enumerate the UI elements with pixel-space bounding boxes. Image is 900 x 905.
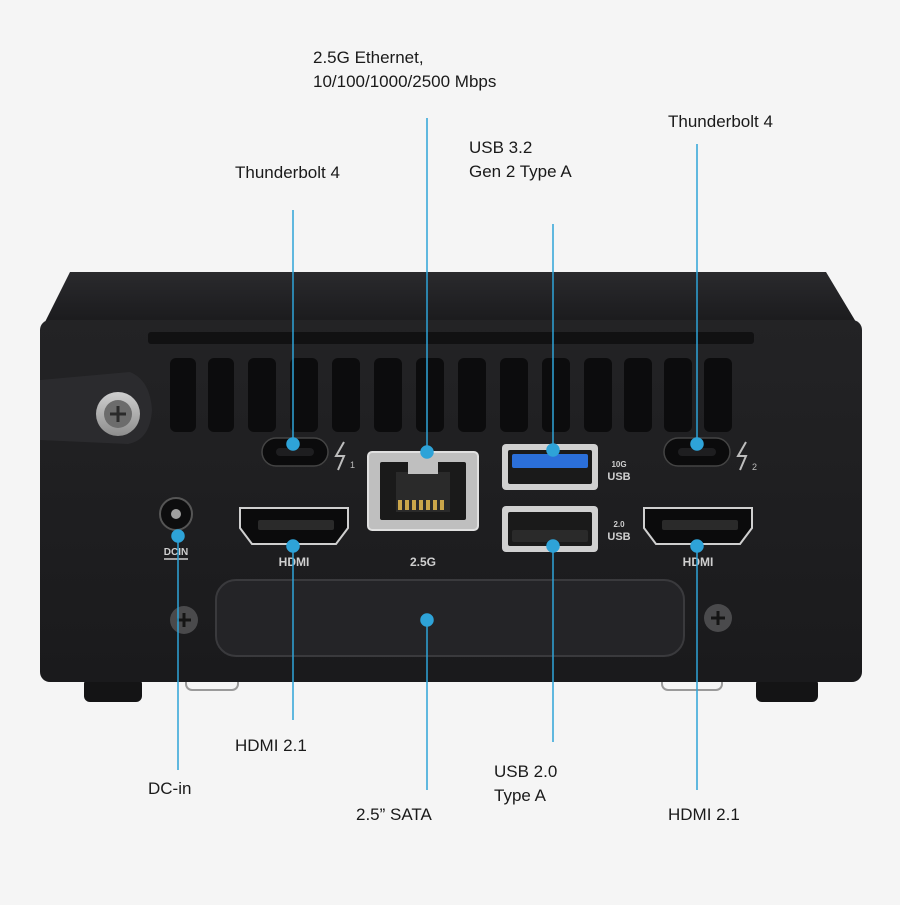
callout-dc-in-label: DC-in bbox=[148, 779, 192, 798]
thunderbolt-port-left: 1 bbox=[261, 437, 355, 471]
hdmi-left-label: HDMI bbox=[279, 555, 310, 569]
callout-usb20-line2: Type A bbox=[494, 786, 546, 805]
callout-leaders bbox=[171, 118, 704, 790]
usb-20-label: 2.0 bbox=[613, 520, 625, 529]
callout-hdmi-left: HDMI 2.1 bbox=[235, 734, 307, 758]
hdmi-port-right: HDMI bbox=[643, 507, 753, 569]
dcin-label: DCIN bbox=[164, 547, 188, 558]
callout-thunderbolt-right-label: Thunderbolt 4 bbox=[668, 112, 773, 131]
hdmi-right-label: HDMI bbox=[683, 555, 714, 569]
security-bracket bbox=[40, 372, 152, 444]
callout-ethernet: 2.5G Ethernet, 10/100/1000/2500 Mbps bbox=[313, 46, 496, 94]
usb-10g-sub: USB bbox=[607, 471, 630, 483]
vent-slots bbox=[170, 358, 732, 432]
callout-sata: 2.5” SATA bbox=[356, 803, 432, 827]
chassis-top bbox=[40, 272, 862, 332]
sata-bay-cover bbox=[215, 579, 685, 657]
tb-number-1: 1 bbox=[350, 460, 355, 470]
callout-dc-in: DC-in bbox=[148, 777, 191, 801]
callout-thunderbolt-left: Thunderbolt 4 bbox=[235, 161, 340, 185]
callout-usb20: USB 2.0 Type A bbox=[494, 760, 557, 808]
callout-thunderbolt-left-label: Thunderbolt 4 bbox=[235, 163, 340, 182]
lan-label: 2.5G bbox=[410, 555, 436, 569]
usb-3-2-port: 10G USB bbox=[502, 444, 631, 490]
callout-usb32-line2: Gen 2 Type A bbox=[469, 162, 572, 181]
callout-usb32: USB 3.2 Gen 2 Type A bbox=[469, 136, 572, 184]
tb-number-2: 2 bbox=[752, 462, 757, 472]
callout-hdmi-left-label: HDMI 2.1 bbox=[235, 736, 307, 755]
dc-in-jack: DCIN bbox=[159, 497, 193, 560]
callout-hdmi-right-label: HDMI 2.1 bbox=[668, 805, 740, 824]
callout-ethernet-line2: 10/100/1000/2500 Mbps bbox=[313, 72, 497, 91]
callout-usb20-line1: USB 2.0 bbox=[494, 762, 558, 781]
hdmi-port-left: HDMI bbox=[239, 507, 349, 569]
usb-2-0-port: 2.0 USB bbox=[502, 506, 631, 552]
callout-hdmi-right: HDMI 2.1 bbox=[668, 803, 740, 827]
callout-thunderbolt-right: Thunderbolt 4 bbox=[668, 110, 773, 134]
chassis-screws bbox=[170, 604, 732, 634]
callout-sata-label: 2.5” SATA bbox=[356, 805, 432, 824]
callout-usb32-line1: USB 3.2 bbox=[469, 138, 533, 157]
thunderbolt-port-right: 2 bbox=[663, 437, 757, 472]
usb-10g-label: 10G bbox=[611, 460, 626, 469]
usb-20-sub: USB bbox=[607, 531, 630, 543]
callout-ethernet-line1: 2.5G Ethernet, bbox=[313, 48, 424, 67]
